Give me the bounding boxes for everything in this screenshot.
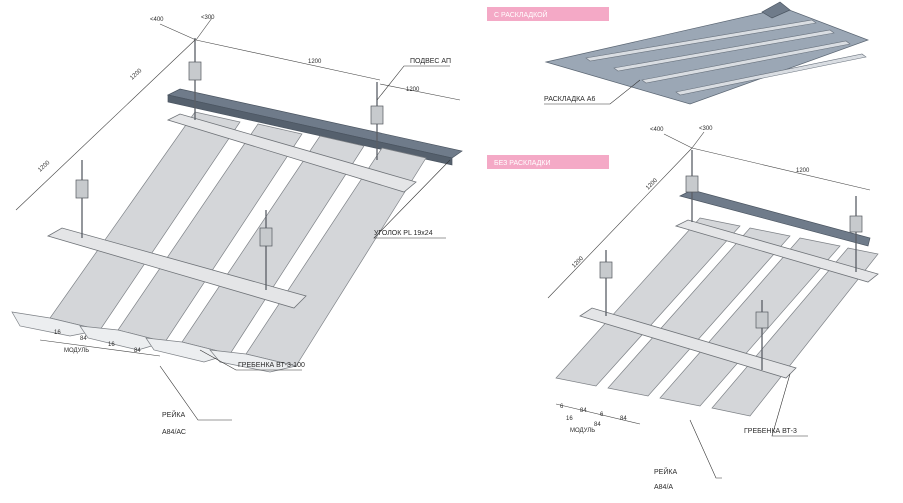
leader-angle [373, 159, 451, 239]
left-dim-top-400: <400 [150, 17, 164, 23]
insert-top-bracket [761, 1, 791, 19]
leader-hanger [376, 65, 450, 101]
r-dim-line-top-b [691, 131, 705, 149]
r-comb-back [674, 219, 879, 283]
left-dim-side-1: 1200 [129, 68, 143, 82]
r-label-slat-1: РЕЙКА [654, 467, 677, 476]
r-dim-line-side [547, 147, 693, 299]
left-dim-span-1: 1200 [308, 59, 322, 65]
left-dim-top-300: <300 [201, 15, 215, 21]
left-label-slat-1: РЕЙКА [162, 410, 185, 419]
r-dim-width-3: 84 [594, 422, 601, 428]
dim-line-top-a [159, 23, 197, 41]
r-dim-line-span [691, 147, 871, 191]
hanger-clip-2 [370, 105, 384, 125]
insert-strip-4 [675, 53, 867, 96]
dim-line-span-2 [379, 83, 461, 101]
r-slat-1 [555, 217, 741, 387]
comb-front [46, 227, 307, 309]
label-insert: РАСКЛАДКА А6 [544, 96, 595, 103]
insert-strip-3 [641, 40, 851, 84]
left-dim-module: МОДУЛЬ [64, 348, 89, 354]
r-dim-line-top-a [663, 133, 693, 149]
r-dim-module: МОДУЛЬ [570, 428, 595, 434]
leader-comb [199, 349, 302, 371]
left-dim-gap-1: 16 [54, 330, 61, 336]
left-dim-side-2: 1200 [37, 160, 51, 174]
r-slat-4 [711, 247, 879, 417]
leader-slat [159, 365, 232, 421]
right-bottom-assembly [487, 131, 879, 479]
leader-insert [544, 79, 641, 105]
hanger-clip-1 [188, 61, 202, 81]
dim-line-bottom [39, 339, 161, 357]
tag-with-insert-text: С РАСКЛАДКОЙ [494, 10, 548, 19]
left-label-comb: ГРЕБЕНКА ВТ-3-100 [238, 362, 305, 369]
r-dim-width-2: 84 [620, 416, 627, 422]
insert-strip-2 [613, 29, 835, 72]
r-dim-gap-3: 16 [566, 416, 573, 422]
r-label-slat-2: А84/А [654, 484, 673, 491]
left-assembly [11, 17, 463, 421]
tag-without-insert-text: БЕЗ РАСКЛАДКИ [494, 160, 550, 167]
r-leader-comb [771, 373, 808, 437]
r-label-comb: ГРЕБЕНКА ВТ-3 [744, 428, 797, 435]
comb-back [166, 113, 417, 193]
left-dim-width-1: 84 [80, 336, 87, 342]
insert-strip-1 [585, 19, 817, 62]
r-leader-slat [689, 419, 722, 479]
r-comb-front [579, 307, 797, 379]
left-label-hanger: ПОДВЕС АП [410, 58, 451, 65]
r-hanger-clip-1 [685, 175, 699, 193]
angle-rail-lower [167, 94, 453, 166]
left-label-angle: УГОЛОК PL 19x24 [374, 230, 433, 237]
r-dim-line-bottom [555, 403, 641, 425]
dim-line-side [15, 39, 196, 211]
r-dim-top-300: <300 [699, 126, 713, 132]
r-dim-span-1: 1200 [796, 168, 810, 174]
hanger-clip-4 [259, 227, 273, 247]
tag-without-insert [487, 155, 609, 169]
r-dim-side-2: 1200 [571, 255, 585, 269]
r-hanger-clip-3 [599, 261, 613, 279]
r-dim-gap-2: 6 [600, 412, 604, 418]
right-top-assembly [487, 1, 870, 105]
left-label-slat-2: А84/АС [162, 429, 186, 436]
r-dim-top-400: <400 [650, 127, 664, 133]
r-hanger-clip-2 [849, 215, 863, 233]
insert-sheet [544, 7, 870, 105]
left-dim-gap-2: 16 [108, 342, 115, 348]
r-dim-gap-1: 6 [560, 404, 564, 410]
r-dim-width-1: 84 [580, 408, 587, 414]
tag-with-insert [487, 7, 609, 21]
left-dim-width-2: 84 [134, 348, 141, 354]
hanger-clip-3 [75, 179, 89, 199]
r-hanger-clip-4 [755, 311, 769, 329]
dim-line-top-b [195, 17, 213, 41]
left-dim-span-2: 1200 [406, 87, 420, 93]
dim-line-span [195, 39, 381, 81]
